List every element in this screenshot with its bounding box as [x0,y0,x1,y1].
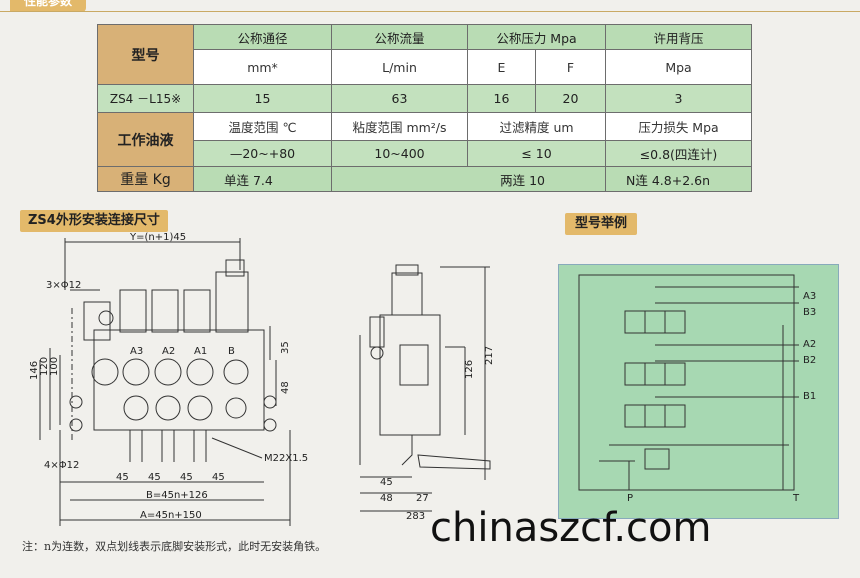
dim-a: A=45n+150 [140,510,202,521]
unit-e: E [467,49,536,85]
dim-45-4: 45 [212,472,225,483]
oil-loss-label: 压力损失 Mpa [605,112,753,141]
unit-f: F [534,49,607,85]
hole-bottom-label: 4×Φ12 [44,460,79,471]
dim-48: 48 [280,381,291,394]
top-divider [0,11,860,12]
weight-double: 两连 10 [330,166,607,192]
dim-120: 120 [39,357,50,376]
dim-45-3: 45 [180,472,193,483]
dim-217: 217 [484,346,495,365]
oil-label: 工作油液 [97,112,194,167]
dim-y-label: Y=(n+1)45 [129,232,186,243]
oil-loss-value: ≤0.8(四连计) [605,140,753,167]
model-diameter: 15 [193,84,332,113]
header-flow: 公称流量 [331,24,468,50]
front-view-drawing: Y=(n+1)45 3×Φ12 4×Φ12 A3 A2 A1 B M22X1.5… [29,232,308,526]
sch-t: T [792,493,800,504]
oil-filter-value: ≤ 10 [466,140,607,167]
watermark-text: chinaszcf.com [430,505,712,551]
dim-side-283: 283 [406,511,425,522]
dim-side-45: 45 [380,477,393,488]
oil-visc-label: 粘度范围 mm²/s [331,112,468,141]
port-a2: A2 [162,346,175,357]
model-header: 型号 [97,24,194,85]
model-f: 20 [534,84,607,113]
hole-bottom-left-2 [69,418,83,432]
dim-45-1: 45 [116,472,129,483]
dim-100: 100 [49,357,60,376]
unit-diameter: mm* [193,49,332,85]
model-e: 16 [467,84,536,113]
dim-35: 35 [280,341,291,354]
sch-a2: A2 [803,339,816,350]
port-a3: A3 [130,346,143,357]
dim-45-2: 45 [148,472,161,483]
spec-table: 型号 公称通径 公称流量 公称压力 Mpa 许用背压 mm* L/min E F… [97,24,753,192]
schematic-drawing: A3 B3 A2 B2 B1 P T [578,274,816,504]
sch-b2: B2 [803,355,816,366]
oil-filter-label: 过滤精度 um [466,112,607,141]
model-back: 3 [605,84,753,113]
dim-146: 146 [29,361,40,380]
model-flow: 63 [331,84,468,113]
hole-bottom-left-1 [69,395,83,409]
header-pressure: 公称压力 Mpa [466,24,607,50]
hole-top-label: 3×Φ12 [46,280,81,291]
model-name: ZS4 －L15※ [97,84,194,113]
sch-a3: A3 [803,291,816,302]
section-label-performance: 性能参数 [10,0,87,12]
side-view-drawing: 126 217 45 48 27 283 [359,264,495,522]
weight-n: N连 4.8+2.6n [605,166,753,192]
unit-flow: L/min [331,49,468,85]
port-a1: A1 [194,346,207,357]
schematic-panel: A3 B3 A2 B2 B1 P T [558,264,839,519]
top-bar: 性能参数 [0,0,860,12]
dim-126: 126 [464,360,475,379]
unit-back: Mpa [605,49,753,85]
section-title-example: 型号举例 [565,213,638,235]
dim-b: B=45n+126 [146,490,208,501]
oil-temp-value: —20~+80 [193,140,332,167]
dim-side-27: 27 [416,493,429,504]
sch-b1: B1 [803,391,816,402]
footnote: 注：n为连数，双点划线表示底脚安装形式，此时无安装角铁。 [22,540,327,553]
weight-label: 重量 Kg [97,166,194,192]
port-thread: M22X1.5 [264,453,308,464]
dim-side-48: 48 [380,493,393,504]
section-title-dims: ZS4外形安装连接尺寸 [20,210,168,232]
port-b: B [228,346,235,357]
sch-b3: B3 [803,307,816,318]
weight-single: 单连 7.4 [193,166,332,192]
header-back-pressure: 许用背压 [605,24,753,50]
sch-p: P [627,493,633,504]
header-diameter: 公称通径 [193,24,332,50]
front-body [93,329,265,431]
hole-top-left [98,310,114,326]
oil-visc-value: 10~400 [331,140,468,167]
side-body [379,314,441,436]
oil-temp-label: 温度范围 ℃ [193,112,332,141]
